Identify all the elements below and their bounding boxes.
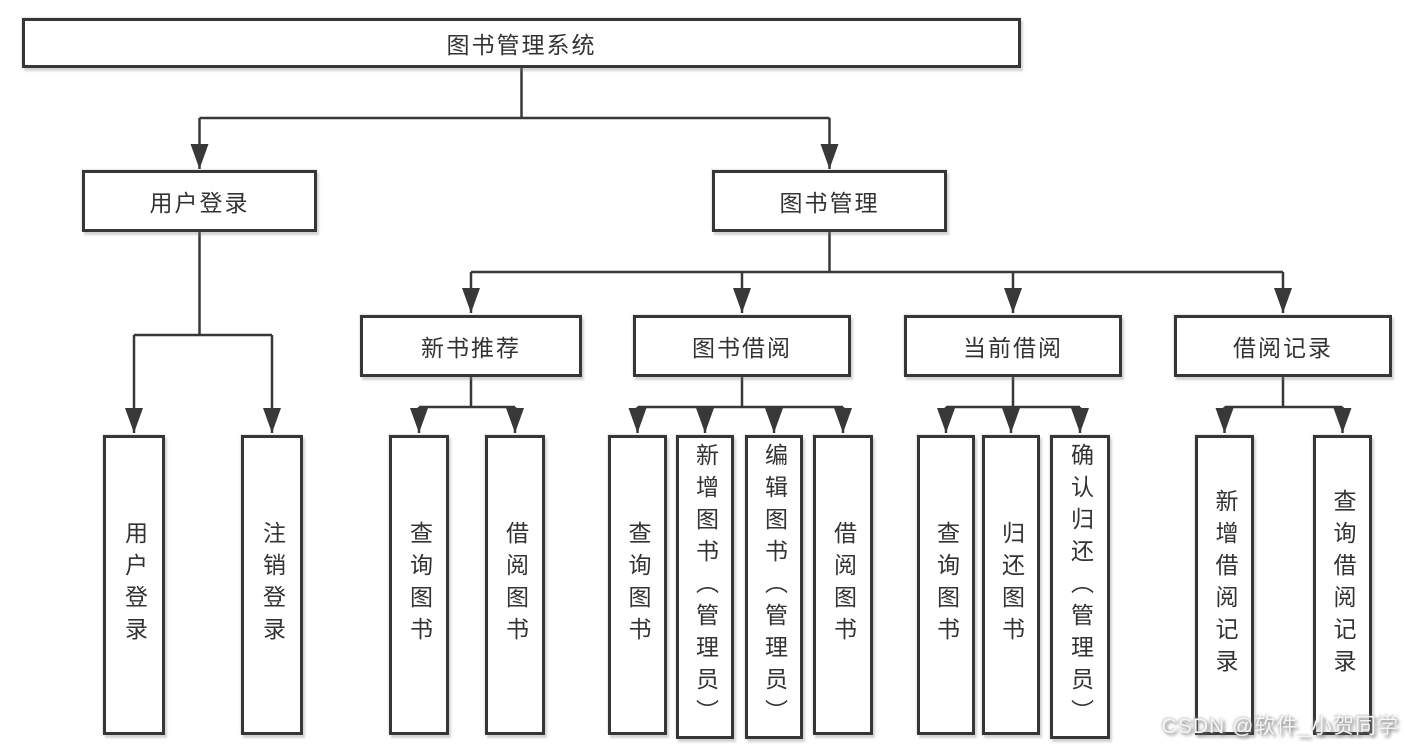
leaf-nbr-borrow-books: 借阅图书 [485, 435, 545, 735]
node-root: 图书管理系统 [22, 18, 1021, 68]
leaf-bb-query-books: 查询图书 [608, 435, 667, 735]
leaf-cb-query-books-label: 查询图书 [933, 521, 960, 649]
leaf-br-add-record: 新增借阅记录 [1195, 435, 1254, 735]
leaf-br-add-record-label: 新增借阅记录 [1212, 489, 1238, 681]
csdn-watermark: CSDN @软件_小贺同学 [1161, 715, 1399, 738]
leaf-nbr-borrow-books-label: 借阅图书 [502, 521, 529, 649]
leaf-bb-edit-books-admin-label: 编辑图书（管理员） [761, 443, 788, 731]
leaf-cb-confirm-return-admin: 确认归还（管理员） [1050, 435, 1110, 739]
node-current-borrow: 当前借阅 [904, 315, 1122, 377]
node-borrow-records-label: 借阅记录 [1233, 335, 1333, 361]
leaf-user-login: 用户登录 [103, 435, 165, 735]
leaf-bb-add-books-admin-label: 新增图书（管理员） [692, 443, 719, 731]
node-borrow-records: 借阅记录 [1174, 315, 1392, 377]
leaf-cb-query-books: 查询图书 [917, 435, 975, 735]
leaf-bb-edit-books-admin: 编辑图书（管理员） [745, 435, 803, 739]
leaf-bb-query-books-label: 查询图书 [625, 521, 651, 649]
node-book-management-label: 图书管理 [779, 190, 880, 216]
leaf-br-query-record-label: 查询借阅记录 [1330, 489, 1356, 681]
node-root-label: 图书管理系统 [446, 32, 597, 58]
leaf-bb-borrow-books: 借阅图书 [813, 435, 873, 735]
leaf-logout-login: 注销登录 [241, 435, 303, 735]
leaf-user-login-label: 用户登录 [121, 521, 148, 649]
node-book-borrow-label: 图书借阅 [692, 335, 792, 361]
node-current-borrow-label: 当前借阅 [963, 335, 1063, 361]
leaf-bb-add-books-admin: 新增图书（管理员） [676, 435, 734, 739]
leaf-logout-login-label: 注销登录 [259, 521, 286, 649]
leaf-bb-borrow-books-label: 借阅图书 [830, 521, 857, 649]
leaf-nbr-query-books-label: 查询图书 [406, 521, 433, 649]
node-new-book-recommend-label: 新书推荐 [421, 335, 521, 361]
leaf-nbr-query-books: 查询图书 [389, 435, 449, 735]
node-user-login-label: 用户登录 [149, 190, 250, 216]
node-book-management: 图书管理 [712, 170, 947, 232]
node-book-borrow: 图书借阅 [633, 315, 851, 377]
leaf-br-query-record: 查询借阅记录 [1313, 435, 1372, 735]
leaf-cb-confirm-return-admin-label: 确认归还（管理员） [1067, 443, 1094, 731]
leaf-cb-return-books: 归还图书 [982, 435, 1040, 735]
node-new-book-recommend: 新书推荐 [360, 315, 582, 377]
node-user-login: 用户登录 [82, 170, 317, 232]
leaf-cb-return-books-label: 归还图书 [998, 521, 1025, 649]
